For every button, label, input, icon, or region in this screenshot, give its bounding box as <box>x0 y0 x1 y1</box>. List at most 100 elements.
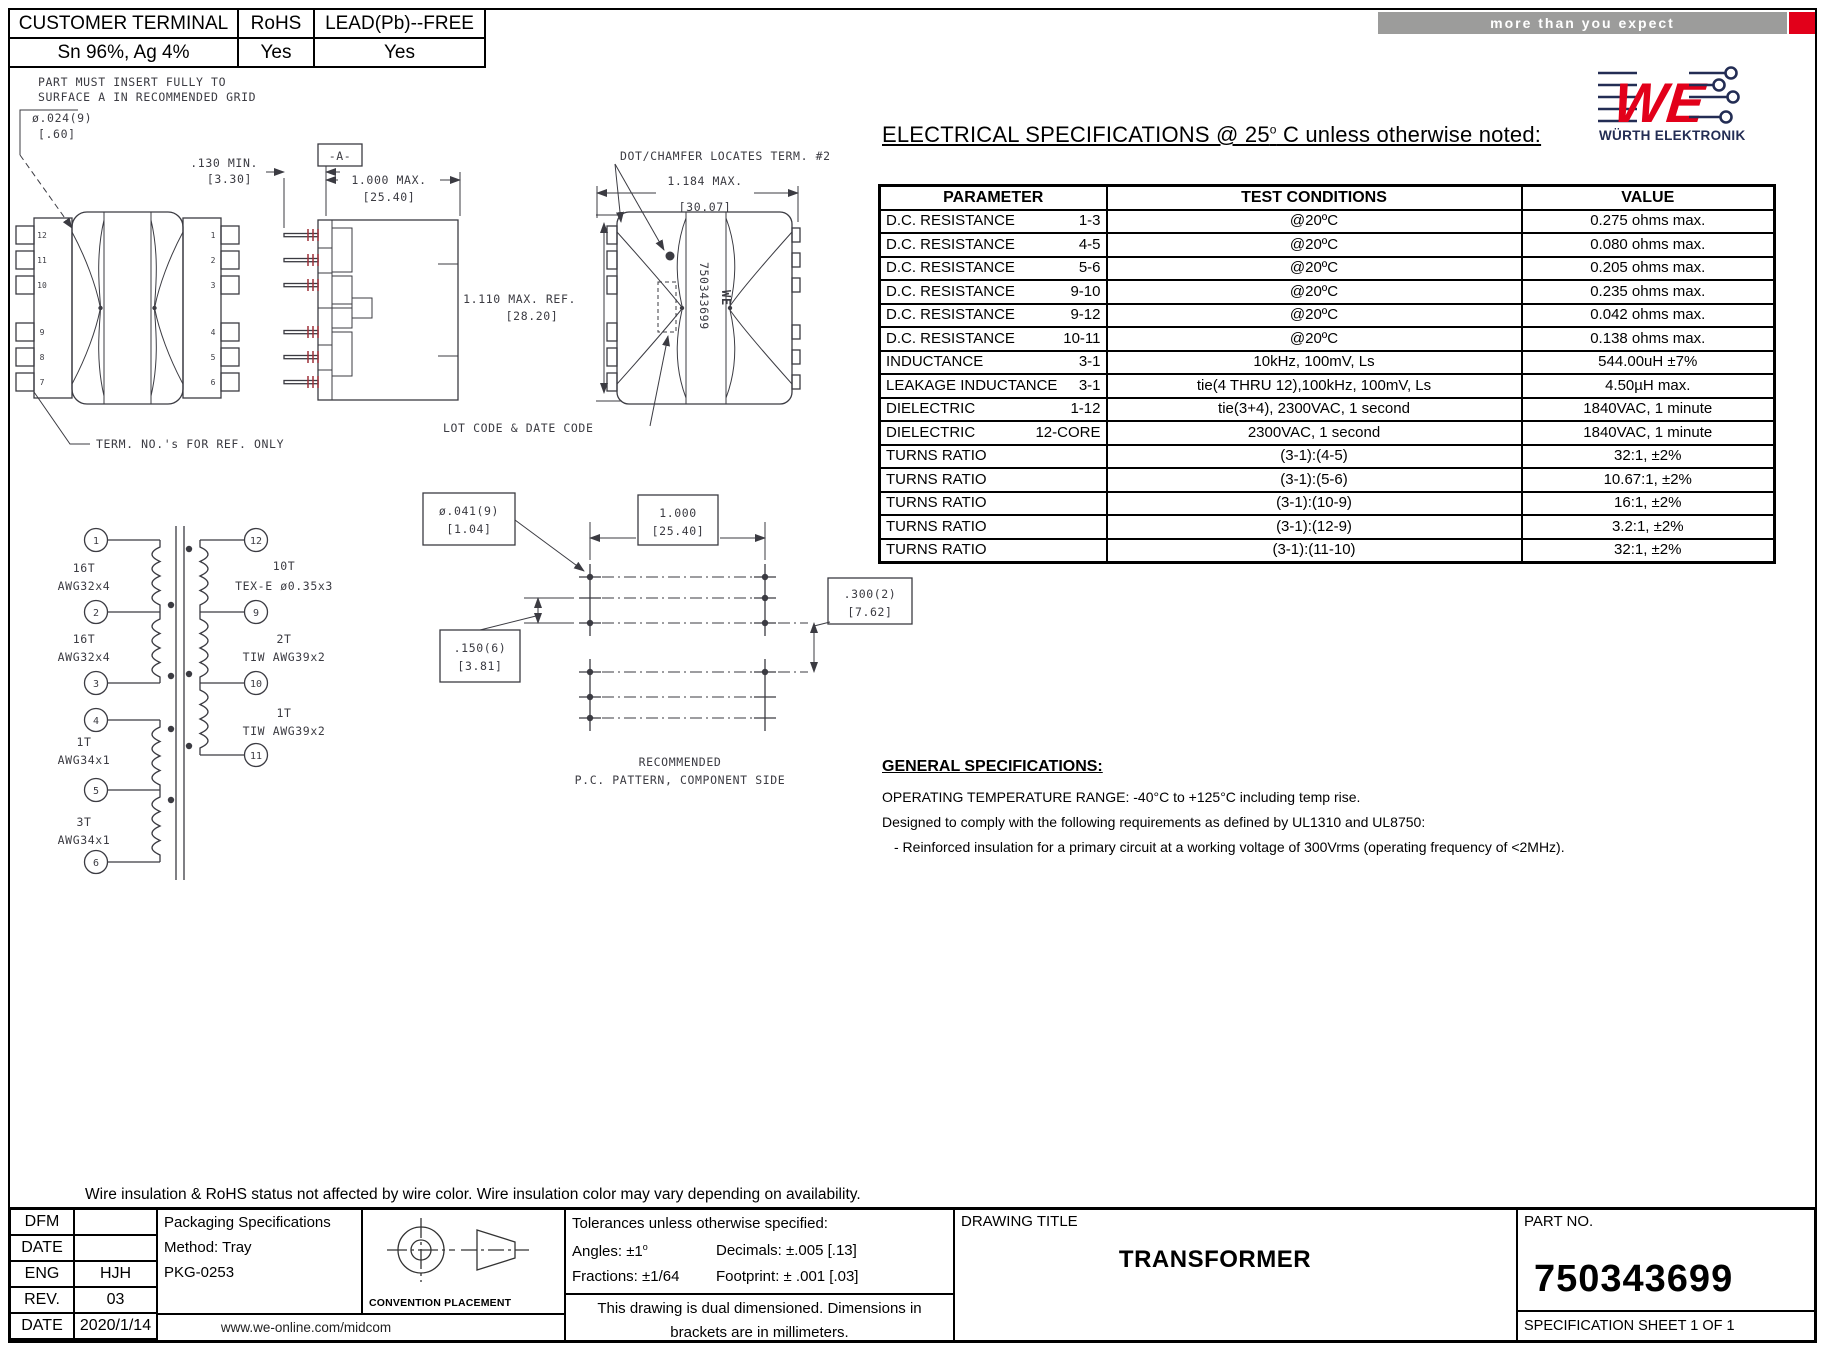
front-right-teeth <box>220 225 240 392</box>
svg-text:2: 2 <box>93 608 99 619</box>
convention-placement-label: CONVENTION PLACEMENT <box>369 1297 512 1309</box>
tolerance-decimals: Decimals: ±.005 [.13] <box>716 1242 857 1259</box>
svg-text:-A-: -A- <box>329 149 352 163</box>
insert-note: PART MUST INSERT FULLY TO SURFACE A IN R… <box>38 75 256 104</box>
table-row: Sn 96%, Ag 4% Yes Yes <box>8 37 486 68</box>
svg-text:.130 MIN.: .130 MIN. <box>190 156 258 170</box>
terminal2-locating-dot <box>665 251 675 261</box>
table-row: TURNS RATIO(3-1):(5-6)10.67:1, ±2% <box>878 467 1776 493</box>
sheet-info: SPECIFICATION SHEET 1 OF 1 <box>1516 1310 1814 1340</box>
table-row: TURNS RATIO(3-1):(4-5)32:1, ±2% <box>878 443 1776 469</box>
pc-pattern-drawing: ø.041(9) [1.04] 1.000 [25.40] .150(6) [3… <box>422 492 913 787</box>
part-number-label: PART NO. <box>1524 1213 1594 1230</box>
tolerance-angles: Angles: ±1o <box>572 1242 648 1260</box>
side-view-pins <box>283 229 319 388</box>
schematic-right-terminals: 12 9 10 11 <box>243 527 269 768</box>
svg-text:SURFACE A IN RECOMMENDED GRID: SURFACE A IN RECOMMENDED GRID <box>38 90 256 104</box>
svg-text:AWG32x4: AWG32x4 <box>58 579 111 593</box>
table-row: TURNS RATIO(3-1):(10-9)16:1, ±2% <box>878 490 1776 516</box>
table-row: TURNS RATIO(3-1):(12-9)3.2:1, ±2% <box>878 514 1776 540</box>
svg-text:[7.62]: [7.62] <box>847 605 892 619</box>
svg-text:TEX-E ø0.35x3: TEX-E ø0.35x3 <box>235 579 333 593</box>
marking-part-number: 750343699 <box>697 262 711 330</box>
col-header-parameter: PARAMETER <box>878 184 1108 211</box>
svg-text:2T: 2T <box>276 632 291 646</box>
marking-right-tabs <box>791 227 801 390</box>
svg-text:.300(2): .300(2) <box>844 587 897 601</box>
svg-text:1.184 MAX.: 1.184 MAX. <box>667 174 742 188</box>
svg-text:5: 5 <box>93 786 99 797</box>
compliance-note: Designed to comply with the following re… <box>882 814 1426 830</box>
col-header-test-conditions: TEST CONDITIONS <box>1105 184 1523 211</box>
logo-right-lines <box>1689 66 1740 124</box>
svg-text:16T: 16T <box>73 632 96 646</box>
pad-crosses <box>579 564 776 731</box>
pin-length-dimension: .130 MIN. [3.30] <box>190 156 340 228</box>
svg-text:DOT/CHAMFER LOCATES TERM. #2: DOT/CHAMFER LOCATES TERM. #2 <box>620 149 831 163</box>
table-row: TURNS RATIO(3-1):(11-10)32:1, ±2% <box>878 537 1776 564</box>
tolerances-title: Tolerances unless otherwise specified: <box>572 1215 828 1232</box>
table-row: DATE <box>9 1234 158 1262</box>
svg-text:LOT CODE & DATE CODE: LOT CODE & DATE CODE <box>443 421 593 435</box>
pc-pattern-caption: RECOMMENDED P.C. PATTERN, COMPONENT SIDE <box>575 755 785 787</box>
winding-schematic: 1 2 3 4 5 6 12 9 10 <box>58 526 333 880</box>
side-view-internal-lines <box>318 227 458 377</box>
svg-text:1: 1 <box>211 231 216 240</box>
svg-text:11: 11 <box>37 256 47 265</box>
svg-text:4: 4 <box>93 716 99 727</box>
svg-text:12: 12 <box>250 536 262 547</box>
table-row: DFM <box>9 1208 158 1236</box>
logo-left-lines <box>1598 71 1637 123</box>
svg-text:1.110 MAX. REF.: 1.110 MAX. REF. <box>463 292 576 306</box>
svg-text:1.000 MAX.: 1.000 MAX. <box>351 173 426 187</box>
packaging-code: PKG-0253 <box>164 1264 235 1281</box>
operating-temp-note: OPERATING TEMPERATURE RANGE: -40°C to +1… <box>882 789 1361 805</box>
right-windings <box>198 539 244 756</box>
left-windings <box>108 539 162 863</box>
svg-text:AWG34x1: AWG34x1 <box>58 753 111 767</box>
svg-text:3: 3 <box>211 281 216 290</box>
svg-text:5: 5 <box>211 353 216 362</box>
svg-text:1T: 1T <box>76 735 91 749</box>
svg-text:TIW AWG39x2: TIW AWG39x2 <box>243 650 326 664</box>
svg-text:1: 1 <box>93 536 99 547</box>
svg-text:TIW AWG39x2: TIW AWG39x2 <box>243 724 326 738</box>
marking-left-teeth <box>606 225 618 392</box>
svg-text:[3.30]: [3.30] <box>207 172 252 186</box>
front-right-terminal-numbers: 1 2 3 4 5 6 <box>211 231 216 387</box>
drawing-title: TRANSFORMER <box>1118 1246 1312 1273</box>
svg-text:[25.40]: [25.40] <box>363 190 416 204</box>
wuerth-logo: WE WÜRTH ELEKTRONIK <box>1598 66 1746 142</box>
convention-placement-box: CONVENTION PLACEMENT <box>363 1210 566 1313</box>
svg-text:6: 6 <box>93 858 99 869</box>
technical-drawings: PART MUST INSERT FULLY TO SURFACE A IN R… <box>15 75 913 880</box>
part-number: 750343699 <box>1534 1258 1734 1300</box>
lot-code-note: LOT CODE & DATE CODE <box>443 335 670 435</box>
rohs-header: RoHS <box>237 8 315 39</box>
marking-view-drawing: 750343699 WE DOT/CHAMFER LOCATES TERM. #… <box>443 149 831 435</box>
table-row: CUSTOMER TERMINAL RoHS LEAD(Pb)--FREE <box>8 8 486 39</box>
svg-text:ø.024(9): ø.024(9) <box>32 111 92 125</box>
website-link[interactable]: www.we-online.com/midcom <box>158 1313 566 1340</box>
body-width-dimension: 1.000 MAX. [25.40] <box>325 172 461 216</box>
logo-company-name: WÜRTH ELEKTRONIK <box>1599 128 1746 142</box>
row-pitch-dimension: .150(6) [3.81] <box>439 597 574 683</box>
packaging-box: Packaging Specifications Method: Tray PK… <box>158 1210 363 1313</box>
convention-placement-symbol <box>387 1218 529 1282</box>
packaging-title: Packaging Specifications <box>164 1214 331 1231</box>
svg-text:4: 4 <box>211 328 216 337</box>
terminal-ref-note: TERM. NO.'s FOR REF. ONLY <box>96 437 284 451</box>
svg-text:[28.20]: [28.20] <box>506 309 559 323</box>
svg-text:10T: 10T <box>273 559 296 573</box>
tolerances-box: Tolerances unless otherwise specified: A… <box>566 1210 953 1293</box>
